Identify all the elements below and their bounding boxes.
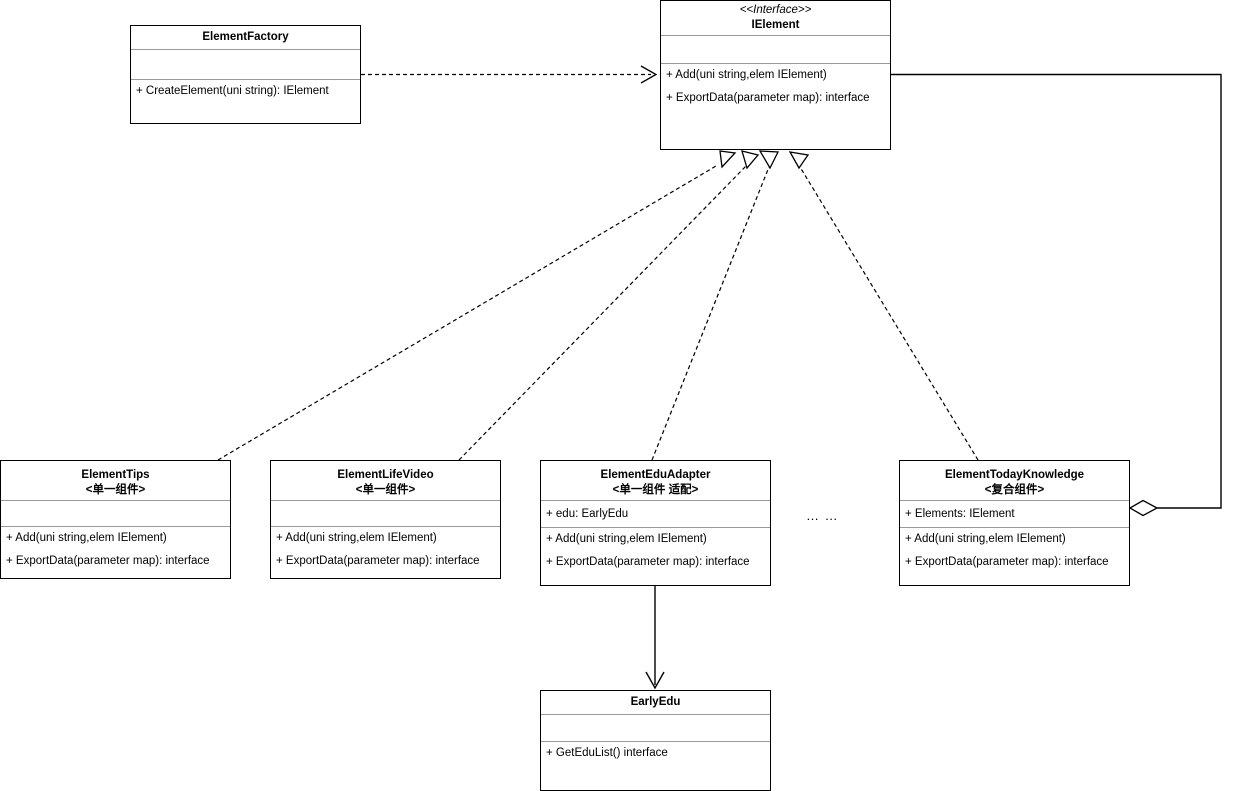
- class-subtitle: <单一组件 适配>: [612, 483, 699, 496]
- class-method: + Add(uni string,elem IElement): [905, 533, 1066, 545]
- class-attribute: + Elements: IElement: [905, 507, 1015, 520]
- class-name: ElementLifeVideo: [337, 468, 434, 481]
- class-attributes: [1, 501, 230, 527]
- class-method: + ExportData(parameter map): interface: [666, 92, 870, 104]
- class-header: ElementTodayKnowledge <复合组件>: [900, 461, 1129, 501]
- class-name: ElementFactory: [202, 30, 289, 43]
- class-method: + GetEduList() interface: [546, 747, 668, 759]
- class-box-element-today-knowledge[interactable]: ElementTodayKnowledge <复合组件> + Elements:…: [899, 460, 1130, 586]
- class-method: + Add(uni string,elem IElement): [276, 532, 437, 544]
- class-attributes: [661, 36, 890, 64]
- edge-factory-to-ielement: [361, 65, 658, 84]
- class-method: + Add(uni string,elem IElement): [666, 69, 827, 81]
- edge-tips-to-ielement: [217, 150, 737, 461]
- class-subtitle: <单一组件>: [355, 483, 416, 496]
- class-method: + Add(uni string,elem IElement): [546, 533, 707, 545]
- class-box-early-edu[interactable]: EarlyEdu + GetEduList() interface: [540, 690, 771, 791]
- class-subtitle: <单一组件>: [85, 483, 146, 496]
- class-name: ElementTips: [81, 468, 150, 481]
- class-name: ElementTodayKnowledge: [944, 468, 1085, 481]
- class-name: ElementEduAdapter: [600, 468, 711, 481]
- class-method: + ExportData(parameter map): interface: [276, 555, 480, 567]
- class-method: + CreateElement(uni string): IElement: [136, 85, 329, 97]
- edge-aggregation-ielement-todayknowledge: [891, 73, 1222, 517]
- class-attributes: [541, 715, 770, 742]
- class-name: IElement: [751, 19, 800, 31]
- class-attributes: + edu: EarlyEdu: [541, 501, 770, 528]
- class-subtitle: <复合组件>: [984, 483, 1045, 496]
- edge-eduadapter-to-earlyedu: [645, 586, 665, 690]
- class-method: + ExportData(parameter map): interface: [905, 556, 1109, 568]
- edge-lifevideo-to-ielement: [458, 150, 760, 461]
- class-attributes: [271, 501, 500, 527]
- class-stereotype: <<Interface>>: [739, 4, 812, 16]
- class-box-element-edu-adapter[interactable]: ElementEduAdapter <单一组件 适配> + edu: Early…: [540, 460, 771, 586]
- class-attributes: + Elements: IElement: [900, 501, 1129, 528]
- class-header: ElementTips <单一组件>: [1, 461, 230, 501]
- class-attributes: [131, 50, 360, 80]
- class-name: EarlyEdu: [630, 695, 681, 708]
- edge-todayknowledge-to-ielement: [788, 151, 979, 461]
- class-methods: + CreateElement(uni string): IElement: [131, 80, 360, 123]
- class-method: + Add(uni string,elem IElement): [6, 532, 167, 544]
- class-attribute: + edu: EarlyEdu: [546, 507, 629, 520]
- class-methods: + Add(uni string,elem IElement) + Export…: [900, 528, 1129, 585]
- class-methods: + Add(uni string,elem IElement) + Export…: [1, 527, 230, 578]
- class-box-ielement[interactable]: <<Interface>> IElement + Add(uni string,…: [660, 0, 891, 150]
- edge-eduadapter-to-ielement: [651, 150, 780, 461]
- class-box-element-factory[interactable]: ElementFactory + CreateElement(uni strin…: [130, 25, 361, 124]
- ellipsis-marker: … …: [806, 508, 839, 523]
- class-method: + ExportData(parameter map): interface: [6, 555, 210, 567]
- class-methods: + Add(uni string,elem IElement) + Export…: [541, 528, 770, 585]
- class-methods: + GetEduList() interface: [541, 742, 770, 790]
- class-methods: + Add(uni string,elem IElement) + Export…: [271, 527, 500, 578]
- class-box-element-tips[interactable]: ElementTips <单一组件> + Add(uni string,elem…: [0, 460, 231, 579]
- class-header: ElementEduAdapter <单一组件 适配>: [541, 461, 770, 501]
- class-header: ElementFactory: [131, 26, 360, 50]
- class-header: <<Interface>> IElement: [661, 1, 890, 36]
- class-header: EarlyEdu: [541, 691, 770, 715]
- class-box-element-life-video[interactable]: ElementLifeVideo <单一组件> + Add(uni string…: [270, 460, 501, 579]
- class-method: + ExportData(parameter map): interface: [546, 556, 750, 568]
- class-header: ElementLifeVideo <单一组件>: [271, 461, 500, 501]
- class-methods: + Add(uni string,elem IElement) + Export…: [661, 64, 890, 149]
